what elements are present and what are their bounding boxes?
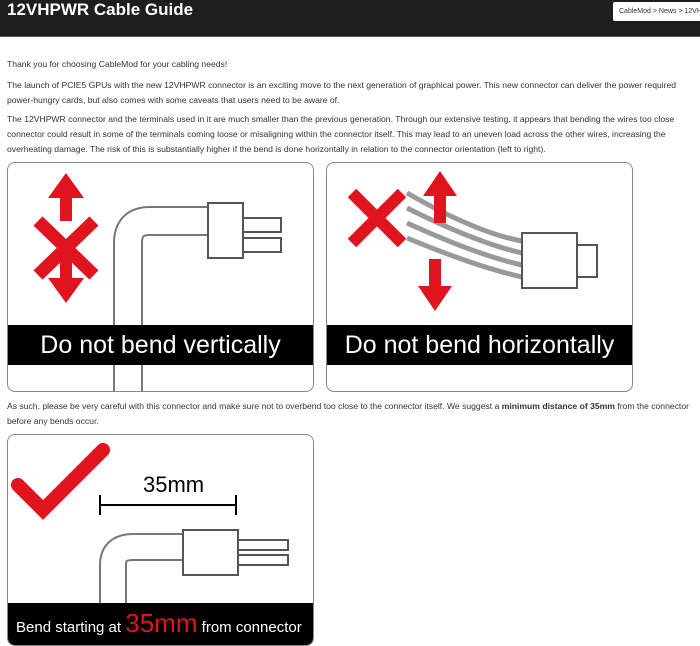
- emphasis-text: minimum distance of 35mm: [501, 401, 615, 411]
- text: from the connector: [614, 401, 689, 411]
- checkmark-icon: [11, 443, 110, 520]
- paragraph-line: power-hungry cards, but also comes with …: [7, 95, 340, 105]
- x-mark-icon: [33, 216, 99, 280]
- caption: Bend starting at 35mm from connector: [8, 603, 313, 645]
- paragraph-line: As such, please be very careful with thi…: [7, 398, 689, 414]
- text: Bend starting at: [16, 619, 126, 636]
- intro-text: Thank you for choosing CableMod for your…: [7, 59, 228, 69]
- correct-bend-illustration: [11, 443, 289, 645]
- highlight-text: 35mm: [125, 608, 198, 638]
- dimension-label: 35mm: [143, 472, 205, 497]
- breadcrumb[interactable]: CableMod > News > 12VHPWR Cable Guide: [613, 2, 700, 21]
- caption: Do not bend vertically: [8, 325, 313, 365]
- horizontal-bend-illustration: [347, 171, 598, 311]
- paragraph-line: connector could result in some of the te…: [7, 129, 666, 139]
- page-title: 12VHPWR Cable Guide: [7, 0, 194, 19]
- image-do-not-bend-vertically: Do not bend vertically: [7, 162, 314, 392]
- paragraph-line: The 12VHPWR connector and the terminals …: [7, 114, 675, 124]
- arrow-icon: [48, 173, 84, 303]
- image-do-not-bend-horizontally: Do not bend horizontally: [326, 162, 633, 392]
- image-bend-35mm: 35mm Bend starting at 35mm from connecto…: [7, 434, 314, 646]
- vertical-bend-illustration: [33, 173, 282, 391]
- text: As such, please be very careful with thi…: [7, 401, 502, 411]
- page-header: 12VHPWR Cable Guide CableMod > News > 12…: [0, 0, 700, 37]
- text: from connector: [197, 619, 302, 636]
- paragraph-line: before any bends occur.: [7, 416, 99, 426]
- arrow-icon: [418, 171, 457, 311]
- x-mark-icon: [347, 188, 407, 248]
- caption: Do not bend horizontally: [327, 325, 632, 365]
- paragraph-line: The launch of PCIE5 GPUs with the new 12…: [7, 80, 677, 90]
- paragraph-line: overheating damage. The risk of this is …: [7, 144, 546, 154]
